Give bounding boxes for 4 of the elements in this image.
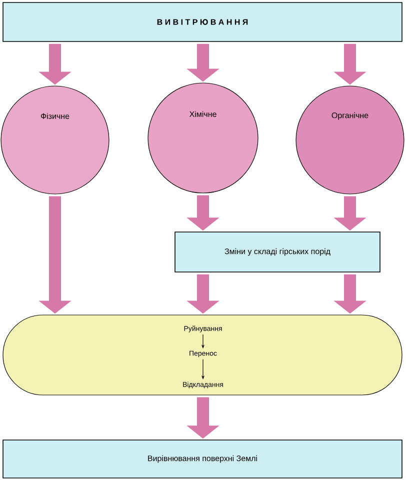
band — [2, 314, 402, 396]
process-box: Зміни у складі гірських порід — [174, 232, 380, 272]
result-box: Вирівнювання поверхні Землі — [2, 440, 402, 478]
title-box: В И В І Т Р Ю В А Н Н Я — [2, 2, 402, 42]
